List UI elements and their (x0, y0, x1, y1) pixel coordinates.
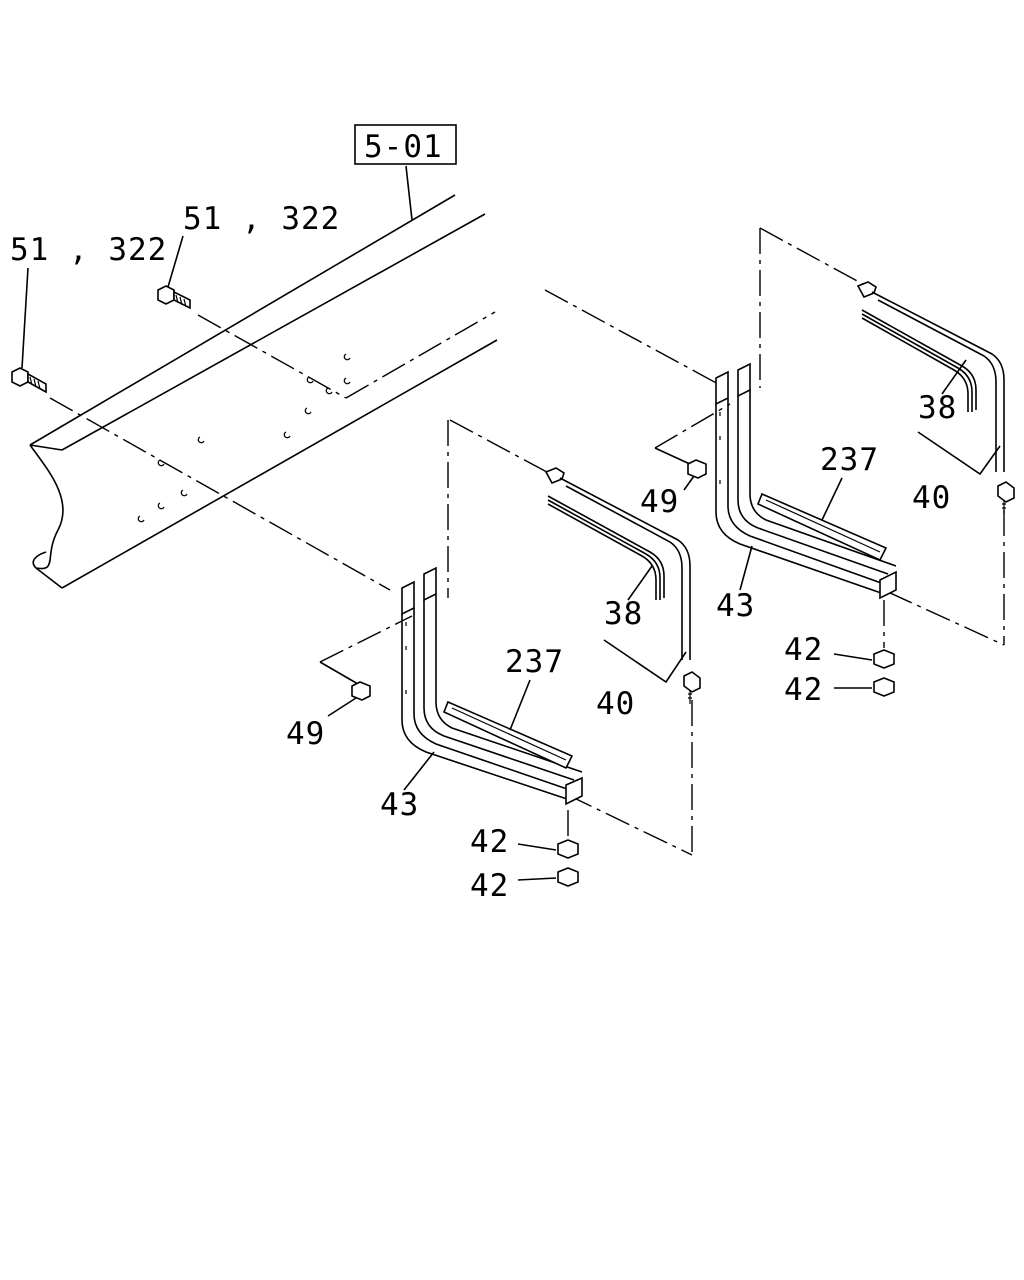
assembly-centerlines (49, 227, 1005, 856)
rear-nuts (687, 459, 895, 697)
rear-label-40: 40 (912, 480, 951, 516)
bolt-label-upper: 51 , 322 (183, 201, 340, 237)
rear-label-42-top: 42 (784, 632, 823, 668)
front-label-43: 43 (380, 787, 419, 823)
rear-label-42-bottom: 42 (784, 672, 823, 708)
front-label-49: 49 (286, 716, 325, 752)
rear-label-38: 38 (918, 390, 957, 426)
front-label-40: 40 (596, 686, 635, 722)
bolt-label-lower: 51 , 322 (10, 232, 167, 268)
front-label-42-top: 42 (470, 824, 509, 860)
rear-label-49: 49 (640, 484, 679, 520)
rear-label-43: 43 (716, 588, 755, 624)
bolt-lower (11, 367, 47, 394)
rear-bracket (715, 362, 897, 600)
front-bracket (401, 566, 583, 806)
frame-rail (29, 194, 498, 589)
front-label-237: 237 (505, 644, 564, 680)
front-label-42-bottom: 42 (470, 868, 509, 904)
frame-holes (137, 353, 351, 523)
front-strap (544, 467, 701, 704)
front-pad (442, 700, 574, 770)
bolt-upper (157, 285, 191, 310)
front-nuts (351, 681, 579, 887)
reference-box: 5-01 (354, 124, 457, 221)
front-label-38: 38 (604, 596, 643, 632)
rear-pad (756, 492, 888, 562)
rear-label-237: 237 (820, 442, 879, 478)
reference-label: 5-01 (364, 129, 443, 165)
